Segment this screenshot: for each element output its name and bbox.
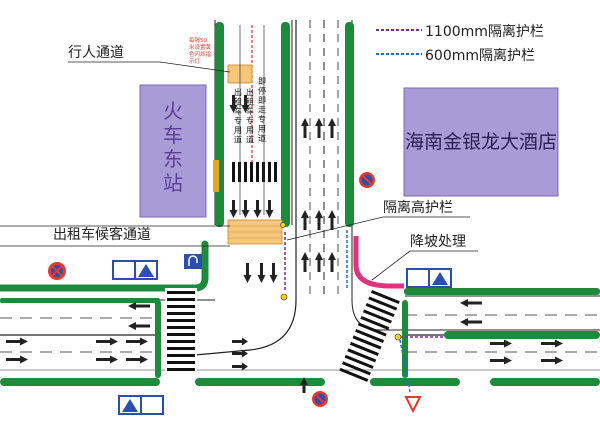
green-median — [0, 298, 160, 303]
pedestrian-sign-right — [406, 268, 452, 288]
low-barrier-line — [399, 339, 411, 393]
road-curve-left — [194, 20, 297, 356]
pedestrian-sign-right2 — [456, 300, 480, 320]
legend-high-label: 1100mm隔离护栏 — [425, 23, 544, 40]
leader-line — [159, 61, 231, 73]
leader-line — [371, 250, 411, 281]
pedestrian-sign-left — [112, 260, 158, 280]
yield-sign — [404, 396, 422, 414]
pedestrian-label: 行人通道 — [68, 45, 124, 61]
hotel-label: 海南金银龙大酒店 — [405, 131, 557, 153]
yellow-flash-light — [280, 293, 288, 301]
yellow-flash-light — [394, 333, 402, 341]
station-label-3: 东 — [163, 147, 183, 171]
crosswalk-right — [339, 290, 400, 382]
green-curb — [0, 240, 209, 292]
station-label-4: 站 — [163, 171, 183, 195]
slope-curve — [353, 236, 404, 289]
station-label-1: 火 — [163, 99, 183, 123]
no-parking-sign-bottom — [312, 391, 328, 407]
taxi-waiting-hatch — [228, 225, 282, 239]
green-curb — [490, 378, 600, 386]
green-curb — [195, 378, 325, 386]
station-label-2: 车 — [163, 123, 183, 147]
green-median — [345, 22, 354, 227]
taxi-lane-label-1: 出租车专用道 — [234, 87, 242, 145]
yellow-flash-light — [280, 222, 286, 228]
no-parking-sign-left — [48, 262, 66, 280]
no-parking-sign-top — [359, 172, 375, 188]
pedestrian-sign-bottom — [118, 395, 164, 415]
green-curb — [370, 378, 460, 386]
green-median — [444, 331, 600, 339]
uturn-sign — [184, 254, 202, 269]
green-curb — [404, 288, 600, 295]
station-building — [139, 84, 207, 218]
green-median — [215, 22, 224, 227]
lane-arrows — [6, 95, 563, 393]
taxi-lane-label-2: 出租车专用道 — [246, 87, 254, 145]
legend-low-label: 600mm隔离护栏 — [425, 47, 535, 64]
taxi-wait-label: 出租车候客通道 — [53, 226, 151, 243]
slope-label: 降坡处理 — [410, 234, 466, 250]
green-median — [155, 300, 161, 378]
green-curb — [0, 378, 160, 386]
crosswalk-left — [165, 288, 197, 372]
crosswalk-top — [232, 162, 277, 182]
chigao-lane-label: 即停即走专用道 — [258, 77, 266, 143]
green-median — [281, 22, 290, 227]
green-median — [402, 300, 408, 378]
high-guard-label: 隔离高护栏 — [383, 199, 453, 216]
leader-line — [286, 216, 384, 241]
yellow-light-strip — [213, 160, 219, 192]
hotel-building — [403, 87, 559, 197]
